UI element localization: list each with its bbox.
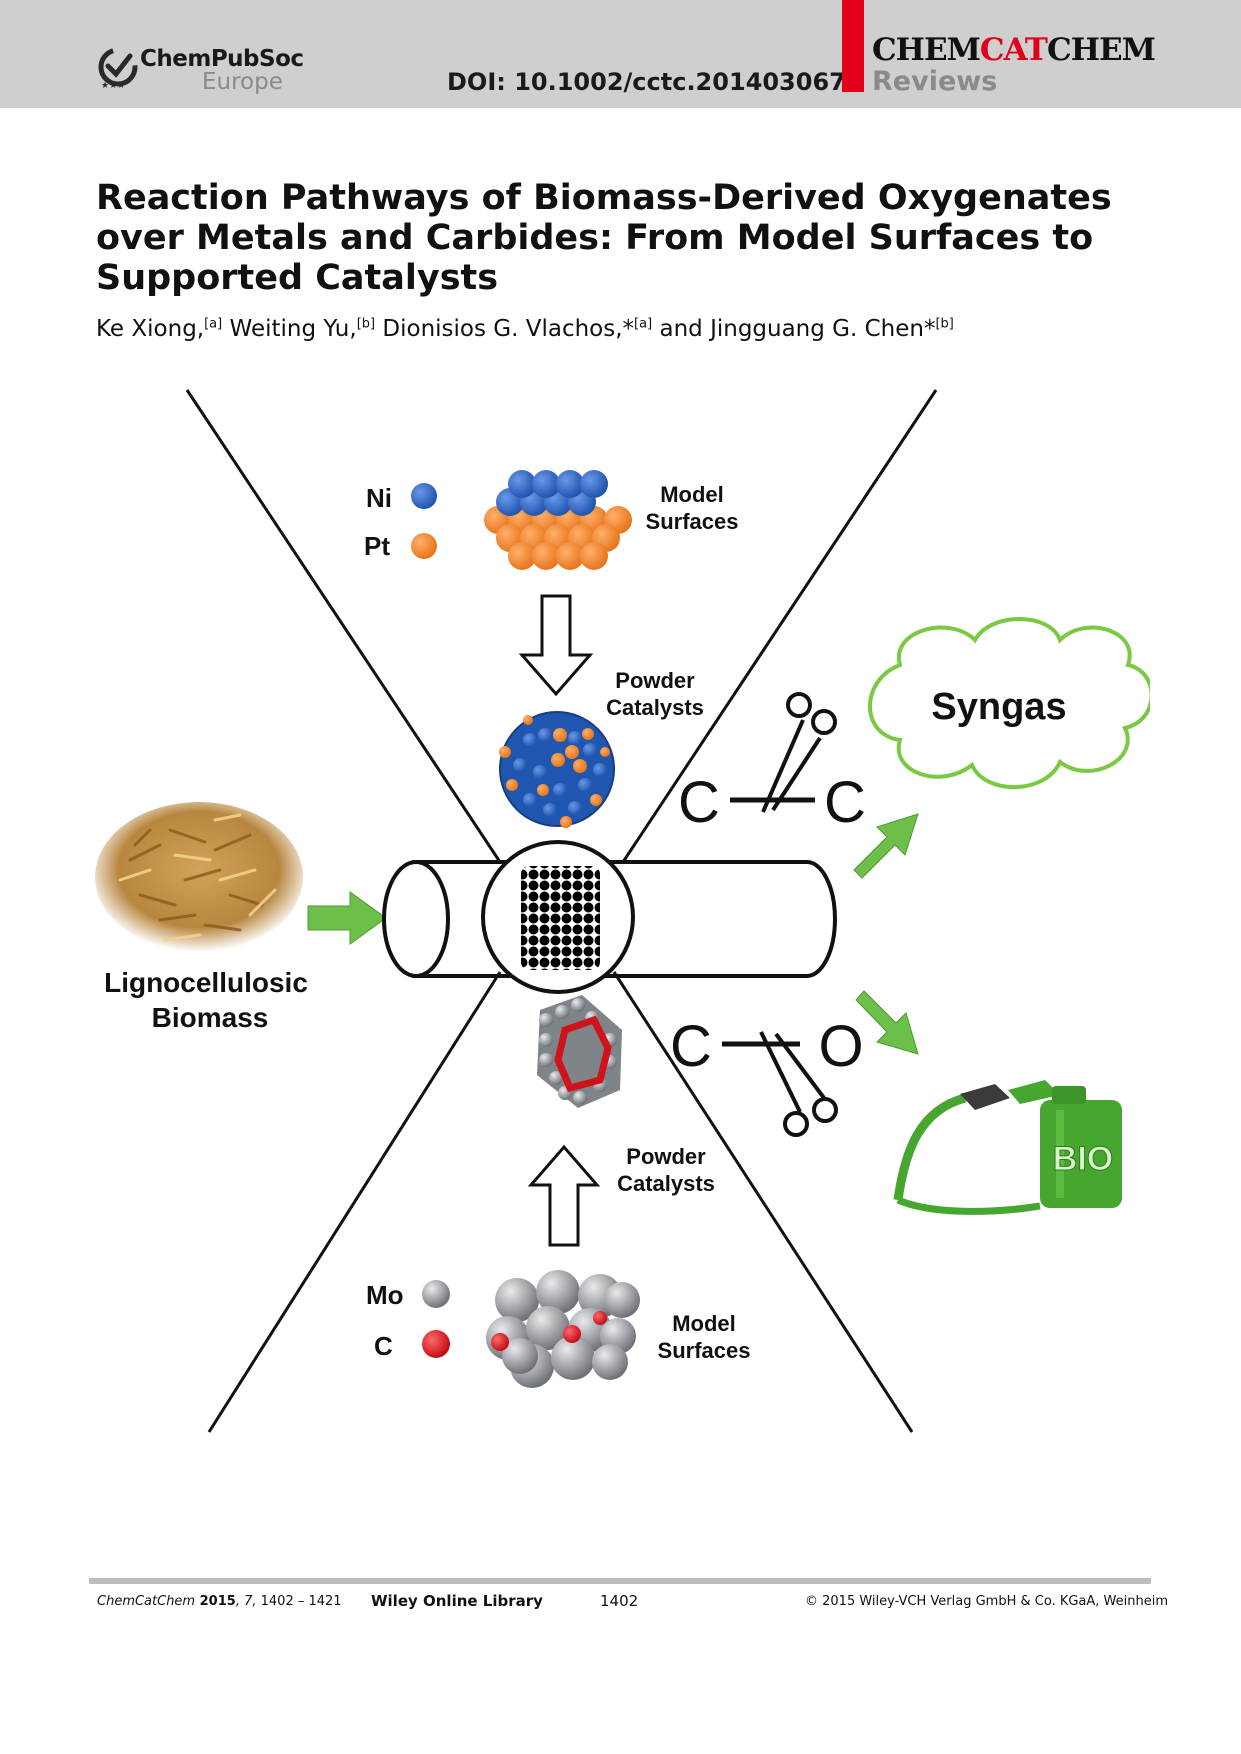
mo-c-nanoparticle <box>537 995 622 1108</box>
reactor-tube <box>382 840 837 994</box>
legend-mo-label: Mo <box>366 1280 404 1310</box>
wood-chips-image <box>95 802 303 952</box>
article-section: Reviews <box>872 66 998 97</box>
feed-arrow-icon <box>307 891 387 945</box>
arrow-up-icon <box>527 1144 601 1247</box>
biomass-label: Biomass <box>152 1002 269 1033</box>
x-line <box>612 971 914 1433</box>
citation-journal: ChemCatChem <box>97 1594 196 1609</box>
cc-right-atom: C <box>824 770 866 835</box>
author-name: and Jingguang G. Chen* <box>652 316 936 342</box>
x-line <box>621 389 938 863</box>
citation-volume: , 7, <box>235 1594 257 1609</box>
journal-name: CHEMCATCHEM <box>872 32 1156 68</box>
article-title: Reaction Pathways of Biomass-Derived Oxy… <box>96 178 1112 298</box>
arrow-down-icon <box>518 594 594 697</box>
catalyst-bed <box>521 866 600 970</box>
author-affiliation: [a] <box>634 316 653 332</box>
syngas-label: Syngas <box>931 686 1066 728</box>
x-line <box>207 971 502 1433</box>
toc-graphic: Ni Pt Model Surfaces Powder Catalysts <box>95 389 1150 1433</box>
model-surfaces-bottom-label: Model <box>672 1311 736 1336</box>
bio-label: BIO <box>1053 1140 1113 1178</box>
biofuel-can-icon <box>893 1080 1122 1215</box>
ni-pt-nanoparticle <box>499 711 615 828</box>
page-number: 1402 <box>600 1592 639 1610</box>
cc-left-atom: C <box>678 770 720 835</box>
model-surfaces-top-label: Surfaces <box>646 509 739 534</box>
author-affiliation: [b] <box>935 316 954 332</box>
scissors-icon <box>759 1031 838 1137</box>
syngas-arrow-icon <box>853 813 919 879</box>
legend-c-label: C <box>374 1331 393 1361</box>
doi-label[interactable]: DOI: 10.1002/cctc.201403067 <box>447 68 846 96</box>
author-affiliation: [a] <box>204 316 223 332</box>
ni-atom-icon <box>411 483 437 509</box>
pt-atom-icon <box>411 533 437 559</box>
author-name: Ke Xiong, <box>96 316 205 342</box>
journal-name-accent: CAT <box>979 32 1048 68</box>
syngas-cloud <box>868 617 1150 790</box>
publisher-region: Europe <box>202 69 283 95</box>
c-atom-icon <box>422 1330 450 1358</box>
scissors-icon <box>761 692 837 813</box>
citation-year: 2015 <box>195 1594 236 1609</box>
journal-name-part: CHEM <box>1047 32 1156 68</box>
mo-c-model-surface <box>486 1270 640 1388</box>
svg-text:★★★: ★★★ <box>101 81 125 90</box>
journal-name-part: CHEM <box>872 32 981 68</box>
powder-catalysts-top-label: Catalysts <box>606 695 704 720</box>
powder-catalysts-bottom-label: Catalysts <box>617 1171 715 1196</box>
powder-catalysts-bottom-label: Powder <box>626 1144 706 1169</box>
co-left-atom: C <box>670 1014 712 1079</box>
author-list: Ke Xiong,[a] Weiting Yu,[b] Dionisios G.… <box>96 316 1156 342</box>
model-surfaces-bottom-label: Surfaces <box>658 1338 751 1363</box>
citation-pages: 1402 – 1421 <box>256 1594 342 1609</box>
mo-atom-icon <box>422 1280 450 1308</box>
ni-pt-model-surface <box>484 470 632 570</box>
page-header: ★★★ ChemPubSoc Europe DOI: 10.1002/cctc.… <box>0 0 1241 108</box>
author-name: Weiting Yu, <box>222 316 357 342</box>
biofuel-arrow-icon <box>855 990 919 1055</box>
legend-pt-label: Pt <box>364 531 390 561</box>
model-surfaces-top-label: Model <box>660 482 724 507</box>
author-name: Dionisios G. Vlachos,* <box>375 316 635 342</box>
chempubsoc-logo-icon: ★★★ <box>98 47 138 90</box>
copyright: © 2015 Wiley-VCH Verlag GmbH & Co. KGaA,… <box>805 1594 1169 1609</box>
co-right-atom: O <box>818 1014 863 1079</box>
publisher-logo-text: ChemPubSoc Europe <box>140 48 304 94</box>
author-affiliation: [b] <box>356 316 376 332</box>
legend-ni-label: Ni <box>366 483 392 513</box>
biomass-label: Lignocellulosic <box>104 967 308 998</box>
citation: ChemCatChem 2015, 7, 1402 – 1421 <box>97 1594 342 1609</box>
x-line <box>185 389 502 863</box>
footer-divider <box>89 1578 1151 1584</box>
wiley-online-library-link[interactable]: Wiley Online Library <box>371 1592 543 1610</box>
publisher-name: ChemPubSoc <box>140 46 304 72</box>
powder-catalysts-top-label: Powder <box>615 668 695 693</box>
journal-accent-bar <box>842 0 864 92</box>
